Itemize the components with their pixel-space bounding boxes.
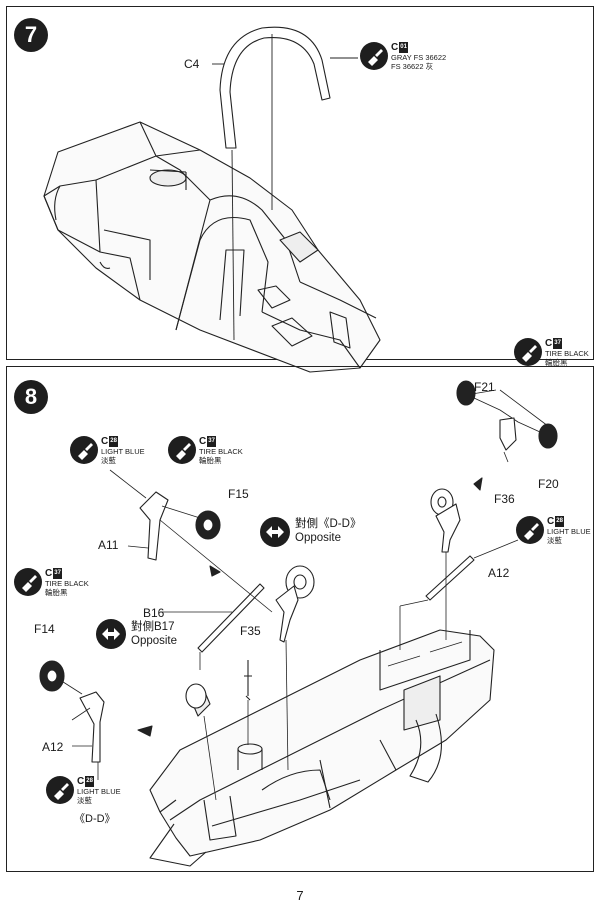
paint-number: 28	[555, 516, 564, 527]
paint-name: TIRE BLACK	[545, 349, 589, 359]
fuselage-step7	[43, 121, 381, 373]
paint-name-cn: FS 36622 灰	[391, 62, 434, 72]
paint-name: TIRE BLACK	[45, 579, 89, 589]
part-c4-frame	[219, 26, 331, 149]
paint-name-cn: 淡藍	[101, 456, 116, 466]
paint-number: 28	[85, 776, 94, 787]
opposite-b17-note: 對側B17 Opposite	[131, 620, 177, 648]
paint-number: 01	[399, 42, 408, 53]
paint-number: 28	[109, 436, 118, 447]
part-label-f20: F20	[538, 477, 559, 491]
paintbrush-icon	[14, 568, 42, 596]
paint-name-cn: 輪胎黑	[545, 358, 568, 368]
paint-name-cn: 輪胎黑	[199, 456, 222, 466]
paint-name: LIGHT BLUE	[101, 447, 145, 457]
paint-code: C	[77, 776, 85, 788]
part-label-c4: C4	[184, 57, 200, 71]
paint-code: C	[101, 436, 109, 448]
step-8-panel	[6, 366, 594, 872]
part-label-f35: F35	[240, 624, 261, 638]
opposite-dd-line2: Opposite	[295, 532, 342, 544]
opposite-b17-line2: Opposite	[131, 635, 178, 647]
paint-name-cn: 輪胎黑	[45, 588, 68, 598]
part-label-a11: A11	[98, 538, 119, 552]
paint-number: 37	[207, 436, 216, 447]
step-8-number: 8	[14, 380, 48, 414]
opposite-b17-line1: 對側B17	[131, 621, 175, 633]
dd-label: 《D-D》	[74, 813, 116, 825]
paint-name: LIGHT BLUE	[77, 787, 121, 797]
paint-name: GRAY FS 36622	[391, 53, 447, 63]
opposite-dd-line1: 對側《D-D》	[295, 518, 362, 530]
step-7-number: 7	[14, 18, 48, 52]
double-arrow-icon	[260, 517, 290, 547]
paint-name: LIGHT BLUE	[547, 527, 591, 537]
fuselage-lower	[149, 629, 495, 857]
paint-code: C	[45, 568, 53, 580]
paintbrush-icon	[360, 42, 388, 70]
paint-name-cn: 淡藍	[547, 536, 562, 546]
paintbrush-icon	[514, 338, 542, 366]
paintbrush-icon	[46, 776, 74, 804]
part-label-f15: F15	[228, 487, 249, 501]
part-label-f36: F36	[494, 492, 515, 506]
paint-name: TIRE BLACK	[199, 447, 243, 457]
paint-code: C	[547, 516, 555, 528]
paint-code: C	[391, 42, 399, 54]
paint-number: 37	[553, 338, 562, 349]
paint-name-cn: 淡藍	[77, 796, 92, 806]
page-number: 7	[296, 888, 304, 903]
paintbrush-icon	[168, 436, 196, 464]
paintbrush-icon	[70, 436, 98, 464]
part-label-a12-left: A12	[42, 740, 64, 754]
part-label-b16: B16	[143, 606, 165, 620]
paint-code: C	[199, 436, 207, 448]
part-label-f14: F14	[34, 622, 55, 636]
paint-number: 37	[53, 568, 62, 579]
double-arrow-icon	[96, 619, 126, 649]
paint-code: C	[545, 338, 553, 350]
part-label-a12-right: A12	[488, 566, 510, 580]
opposite-dd-note: 對側《D-D》 Opposite	[295, 517, 361, 545]
paintbrush-icon	[516, 516, 544, 544]
part-label-f21: F21	[474, 380, 495, 394]
